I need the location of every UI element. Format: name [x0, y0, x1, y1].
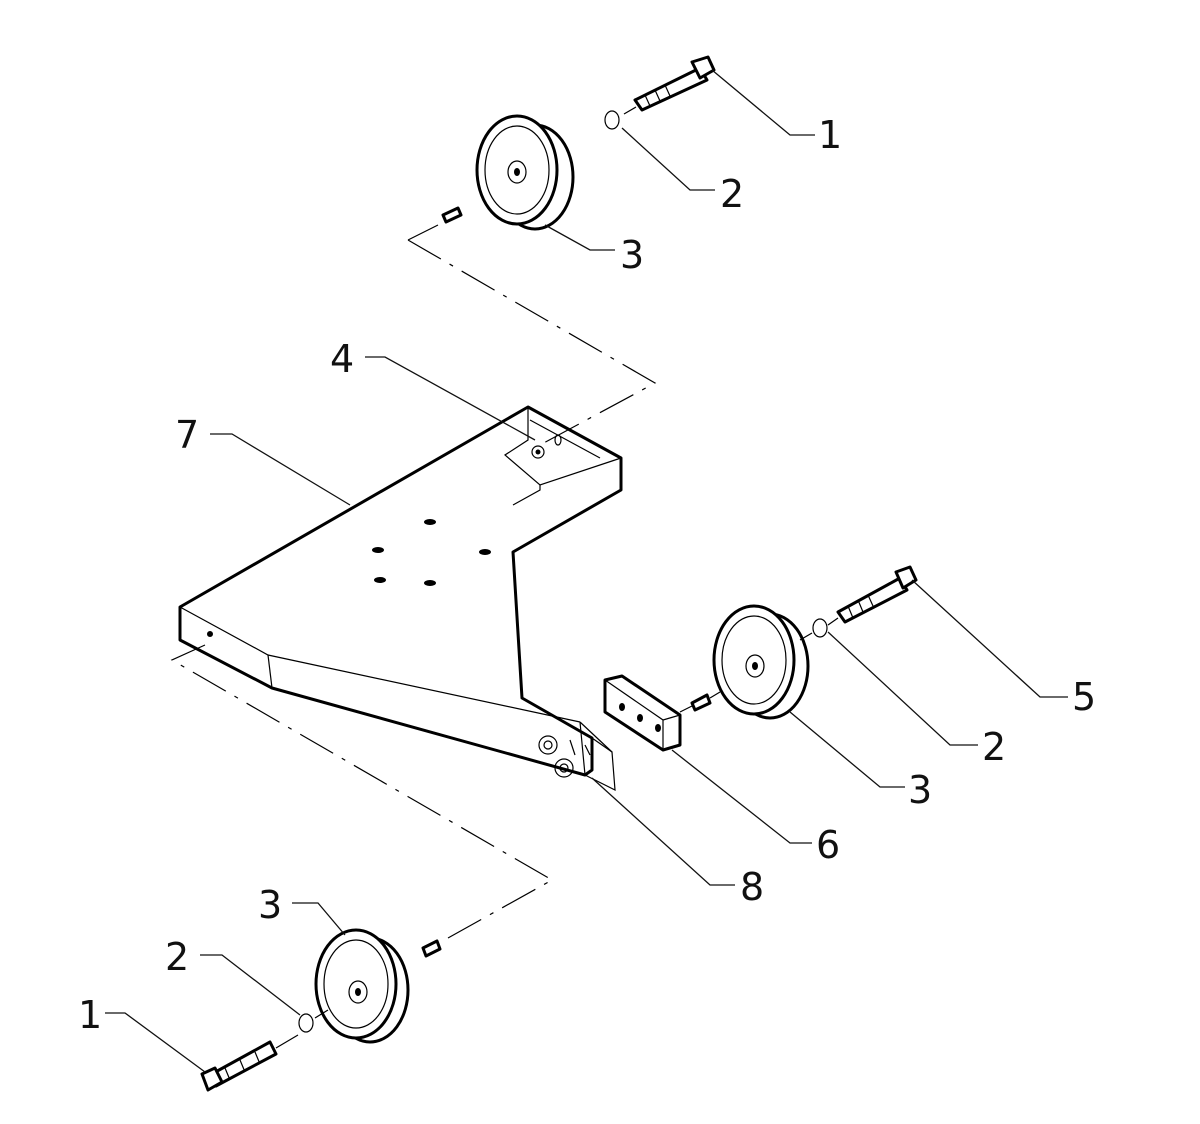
bolts-part [538, 735, 591, 778]
callout-8: 8 [740, 865, 764, 909]
top-wheel-assembly [441, 55, 716, 231]
callout-4: 4 [330, 337, 354, 381]
callout-3-right: 3 [908, 768, 932, 812]
callout-2-bottom: 2 [165, 935, 189, 979]
leader-lines [105, 69, 1068, 1073]
right-wheel-assembly [679, 565, 918, 720]
callout-7: 7 [175, 413, 199, 457]
callout-1-top: 1 [818, 113, 842, 157]
callout-2-right: 2 [982, 725, 1006, 769]
callout-2-top: 2 [720, 172, 744, 216]
top-center-line [407, 224, 657, 446]
callout-1-bottom: 1 [78, 993, 102, 1037]
callout-6: 6 [816, 823, 840, 867]
callout-3-top: 3 [620, 233, 644, 277]
callout-5: 5 [1072, 675, 1096, 719]
bottom-center-line [170, 644, 554, 939]
callout-3-bottom: 3 [258, 883, 282, 927]
callout-labels: 1 2 3 4 7 5 2 3 6 8 3 2 1 [78, 113, 1096, 1037]
bottom-wheel-assembly [200, 928, 442, 1092]
plate-part [603, 674, 682, 752]
frame-part [178, 405, 623, 792]
